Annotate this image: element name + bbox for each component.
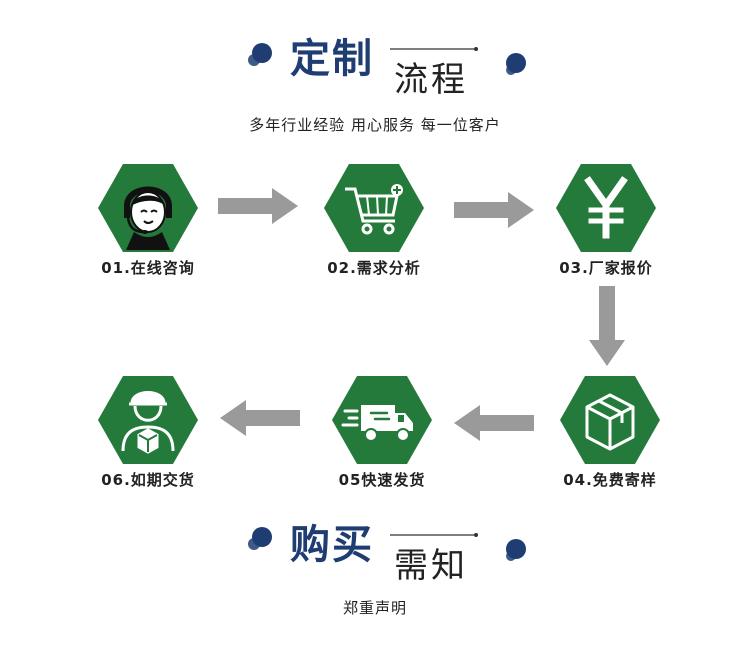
step-03-label: 03.厂家报价 xyxy=(559,259,653,277)
purchase-title-bold: 购买 xyxy=(290,522,374,568)
step-01-label: 01.在线咨询 xyxy=(101,259,195,277)
purchase-subtitle: 郑重声明 xyxy=(342,599,407,617)
decor-dot-right xyxy=(506,53,526,75)
decor-dot-left-2 xyxy=(248,527,272,550)
title-underline-2 xyxy=(390,533,478,537)
arrow-left-2 xyxy=(220,400,300,436)
delivery-person-icon xyxy=(121,391,175,454)
arrow-right-1 xyxy=(218,188,298,224)
step-03-hexagon xyxy=(556,164,656,252)
step-06-hexagon xyxy=(98,376,198,464)
step-02-label: 02.需求分析 xyxy=(327,259,421,277)
arrow-right-2 xyxy=(454,192,534,228)
step-06-label: 06.如期交货 xyxy=(101,471,195,489)
shopping-cart-icon xyxy=(345,184,403,235)
customer-service-icon xyxy=(124,186,172,250)
process-subtitle: 多年行业经验 用心服务 每一位客户 xyxy=(249,116,501,134)
delivery-truck-icon xyxy=(341,405,413,442)
yen-icon xyxy=(584,176,628,239)
step-05-hexagon xyxy=(332,376,432,464)
arrow-left-1 xyxy=(454,405,534,441)
process-title-bold: 定制 xyxy=(290,36,374,82)
step-04-hexagon xyxy=(560,376,660,464)
process-title-thin: 流程 xyxy=(394,60,468,100)
decor-dot-right-2 xyxy=(506,539,526,561)
step-02-hexagon xyxy=(324,164,424,252)
arrow-down xyxy=(589,286,625,366)
step-05-label: 05快速发货 xyxy=(338,471,426,489)
package-box-icon xyxy=(585,393,635,451)
purchase-title-thin: 需知 xyxy=(394,546,468,586)
step-01-hexagon xyxy=(98,164,198,252)
decor-dot-left xyxy=(248,43,272,66)
title-underline xyxy=(390,47,478,51)
step-04-label: 04.免费寄样 xyxy=(563,471,657,489)
